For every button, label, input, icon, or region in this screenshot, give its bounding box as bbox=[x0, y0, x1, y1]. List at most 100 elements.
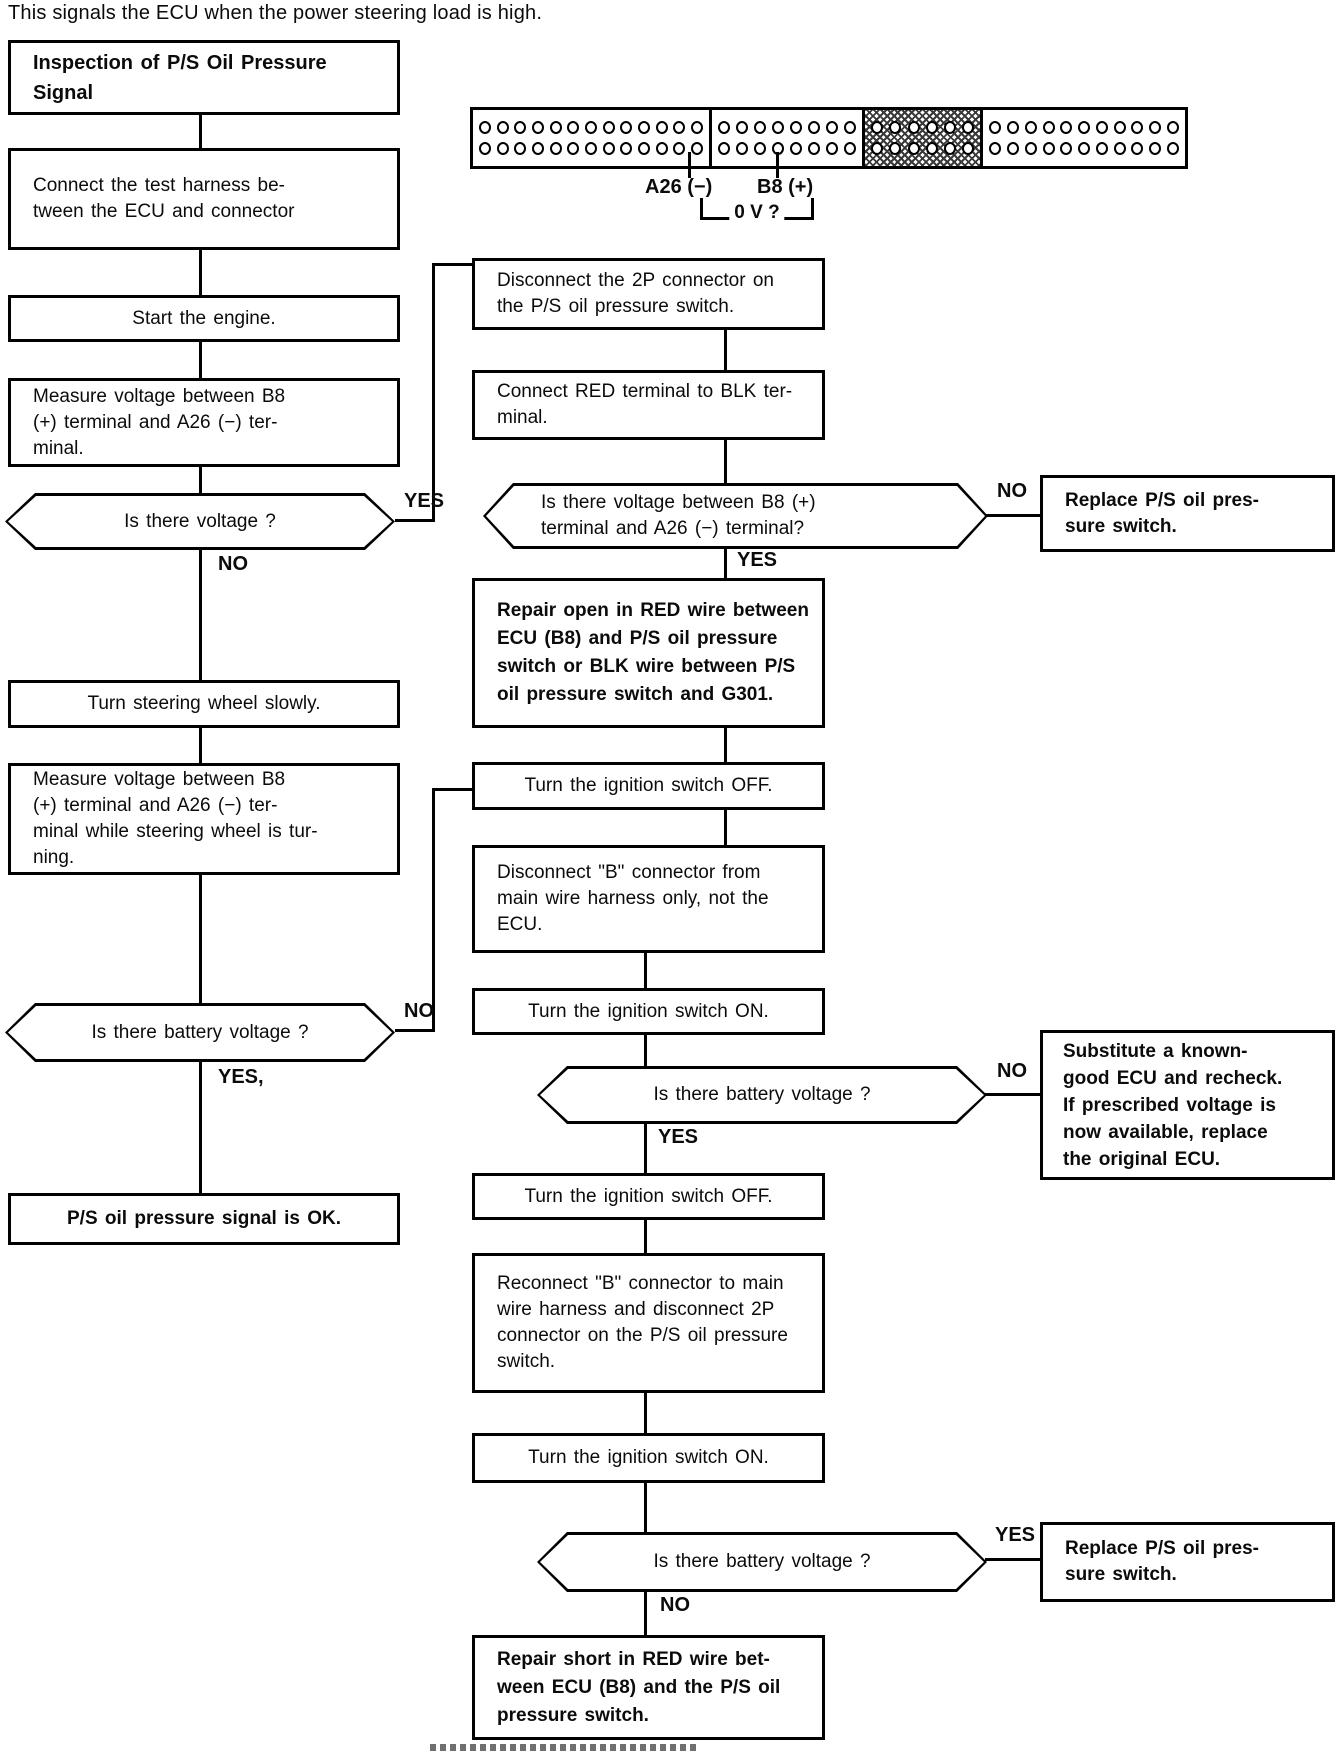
connector-pin bbox=[585, 120, 598, 134]
flow-line-no-elbow bbox=[435, 788, 472, 791]
flow-box-disconnect-b: Disconnect "B" connector from main wire … bbox=[472, 845, 825, 953]
connector-pin bbox=[549, 120, 562, 134]
edge-label-yes: YES bbox=[737, 549, 778, 571]
connector-pin bbox=[1042, 142, 1055, 156]
connector-pin bbox=[691, 120, 704, 134]
connector-pin bbox=[602, 142, 615, 156]
flow-box-replace-switch-1: Replace P/S oil pres- sure switch. bbox=[1040, 475, 1335, 552]
flow-box-ignition-off-1: Turn the ignition switch OFF. bbox=[472, 762, 825, 810]
flow-line bbox=[644, 1124, 647, 1173]
flow-box-turn-steering: Turn steering wheel slowly. bbox=[8, 680, 400, 728]
connector-pin bbox=[585, 142, 598, 156]
flow-line-no-elbow bbox=[395, 1029, 435, 1032]
connector-pin bbox=[514, 142, 527, 156]
connector-pin bbox=[1131, 142, 1144, 156]
connector-pin bbox=[1007, 142, 1020, 156]
connector-section bbox=[865, 110, 984, 166]
edge-label-yes: YES bbox=[995, 1524, 1036, 1546]
decision-battery-voltage-2: Is there battery voltage ? bbox=[537, 1532, 987, 1592]
connector-pin bbox=[673, 120, 686, 134]
connector-section bbox=[712, 110, 865, 166]
connector-pin bbox=[989, 120, 1002, 134]
flow-line-no bbox=[985, 1093, 1040, 1096]
flow-line bbox=[199, 342, 202, 378]
connector-pin bbox=[1078, 142, 1091, 156]
pointer-line-a26 bbox=[688, 152, 691, 178]
connector-pin bbox=[907, 120, 920, 134]
connector-pin bbox=[532, 120, 545, 134]
flow-box-repair-open: Repair open in RED wire between ECU (B8)… bbox=[472, 578, 825, 728]
flow-line bbox=[199, 467, 202, 493]
connector-pin bbox=[718, 142, 731, 156]
flow-box-reconnect-b: Reconnect "B" connector to main wire har… bbox=[472, 1253, 825, 1393]
flow-line-yes-elbow bbox=[432, 263, 435, 522]
flow-box-ignition-off-2: Turn the ignition switch OFF. bbox=[472, 1173, 825, 1220]
flow-box-repair-short: Repair short in RED wire bet- ween ECU (… bbox=[472, 1635, 825, 1740]
connector-pin bbox=[772, 120, 785, 134]
connector-pin bbox=[1095, 142, 1108, 156]
edge-label-yes: YES bbox=[658, 1126, 699, 1148]
connector-pin bbox=[754, 142, 767, 156]
flow-box-measure-turning: Measure voltage between B8 (+) terminal … bbox=[8, 763, 400, 875]
connector-pin bbox=[532, 142, 545, 156]
connector-pin-row bbox=[718, 142, 856, 156]
connector-pin bbox=[479, 120, 491, 134]
flow-box-connect-harness: Connect the test harness be- tween the E… bbox=[8, 148, 400, 250]
connector-pin bbox=[673, 142, 686, 156]
flow-line bbox=[724, 549, 727, 578]
flow-box-replace-switch-2: Replace P/S oil pres- sure switch. bbox=[1040, 1522, 1335, 1602]
flow-line bbox=[644, 1220, 647, 1253]
edge-label-no: NO bbox=[997, 1060, 1027, 1082]
connector-pin bbox=[808, 120, 820, 134]
connector-pin bbox=[1149, 120, 1162, 134]
connector-pin bbox=[638, 142, 651, 156]
connector-pin-row bbox=[870, 120, 975, 134]
connector-pin bbox=[925, 142, 938, 156]
connector-pin bbox=[1042, 120, 1055, 134]
flow-title-box: Inspection of P/S Oil Pressure Signal bbox=[8, 40, 400, 115]
edge-label-no: NO bbox=[218, 553, 248, 575]
connector-pin bbox=[638, 120, 651, 134]
connector-pin bbox=[602, 120, 615, 134]
flow-line bbox=[724, 810, 727, 845]
flow-line-yes-elbow bbox=[395, 519, 435, 522]
label-a26: A26 (−) bbox=[645, 176, 713, 198]
flow-box-substitute-ecu: Substitute a known- good ECU and recheck… bbox=[1040, 1030, 1335, 1180]
connector-pin bbox=[1060, 120, 1073, 134]
connector-pin bbox=[718, 120, 731, 134]
flow-line bbox=[724, 728, 727, 762]
connector-section bbox=[983, 110, 1185, 166]
flow-line-no-elbow bbox=[432, 788, 435, 1032]
connector-pin bbox=[962, 120, 975, 134]
flow-box-measure-voltage: Measure voltage between B8 (+) terminal … bbox=[8, 378, 400, 467]
connector-pin bbox=[870, 142, 883, 156]
flow-line bbox=[199, 115, 202, 148]
flow-line bbox=[724, 330, 727, 370]
flow-line bbox=[644, 1592, 647, 1635]
flow-box-ignition-on-2: Turn the ignition switch ON. bbox=[472, 1433, 825, 1483]
edge-label-no: NO bbox=[660, 1594, 690, 1616]
connector-pin bbox=[962, 142, 975, 156]
ecu-connector-pinout bbox=[470, 107, 1188, 169]
connector-pin bbox=[825, 120, 838, 134]
flow-line-yes-elbow bbox=[435, 263, 472, 266]
connector-pin bbox=[790, 142, 803, 156]
flow-line-yes bbox=[985, 1558, 1040, 1561]
connector-pin bbox=[567, 120, 580, 134]
edge-label-no: NO bbox=[404, 1000, 434, 1022]
flow-line bbox=[199, 550, 202, 680]
flow-line bbox=[199, 1062, 202, 1193]
connector-pin-row bbox=[718, 120, 856, 134]
flow-line bbox=[724, 440, 727, 483]
connector-pin bbox=[1060, 142, 1073, 156]
connector-pin bbox=[496, 142, 509, 156]
connector-pin-row bbox=[989, 120, 1179, 134]
connector-pin bbox=[736, 120, 749, 134]
connector-pin bbox=[843, 120, 856, 134]
edge-label-yes: YES, bbox=[218, 1066, 264, 1088]
connector-pin-row bbox=[479, 142, 704, 156]
flow-box-disconnect-2p: Disconnect the 2P connector on the P/S o… bbox=[472, 258, 825, 330]
connector-pin bbox=[870, 120, 883, 134]
connector-pin bbox=[1095, 120, 1108, 134]
